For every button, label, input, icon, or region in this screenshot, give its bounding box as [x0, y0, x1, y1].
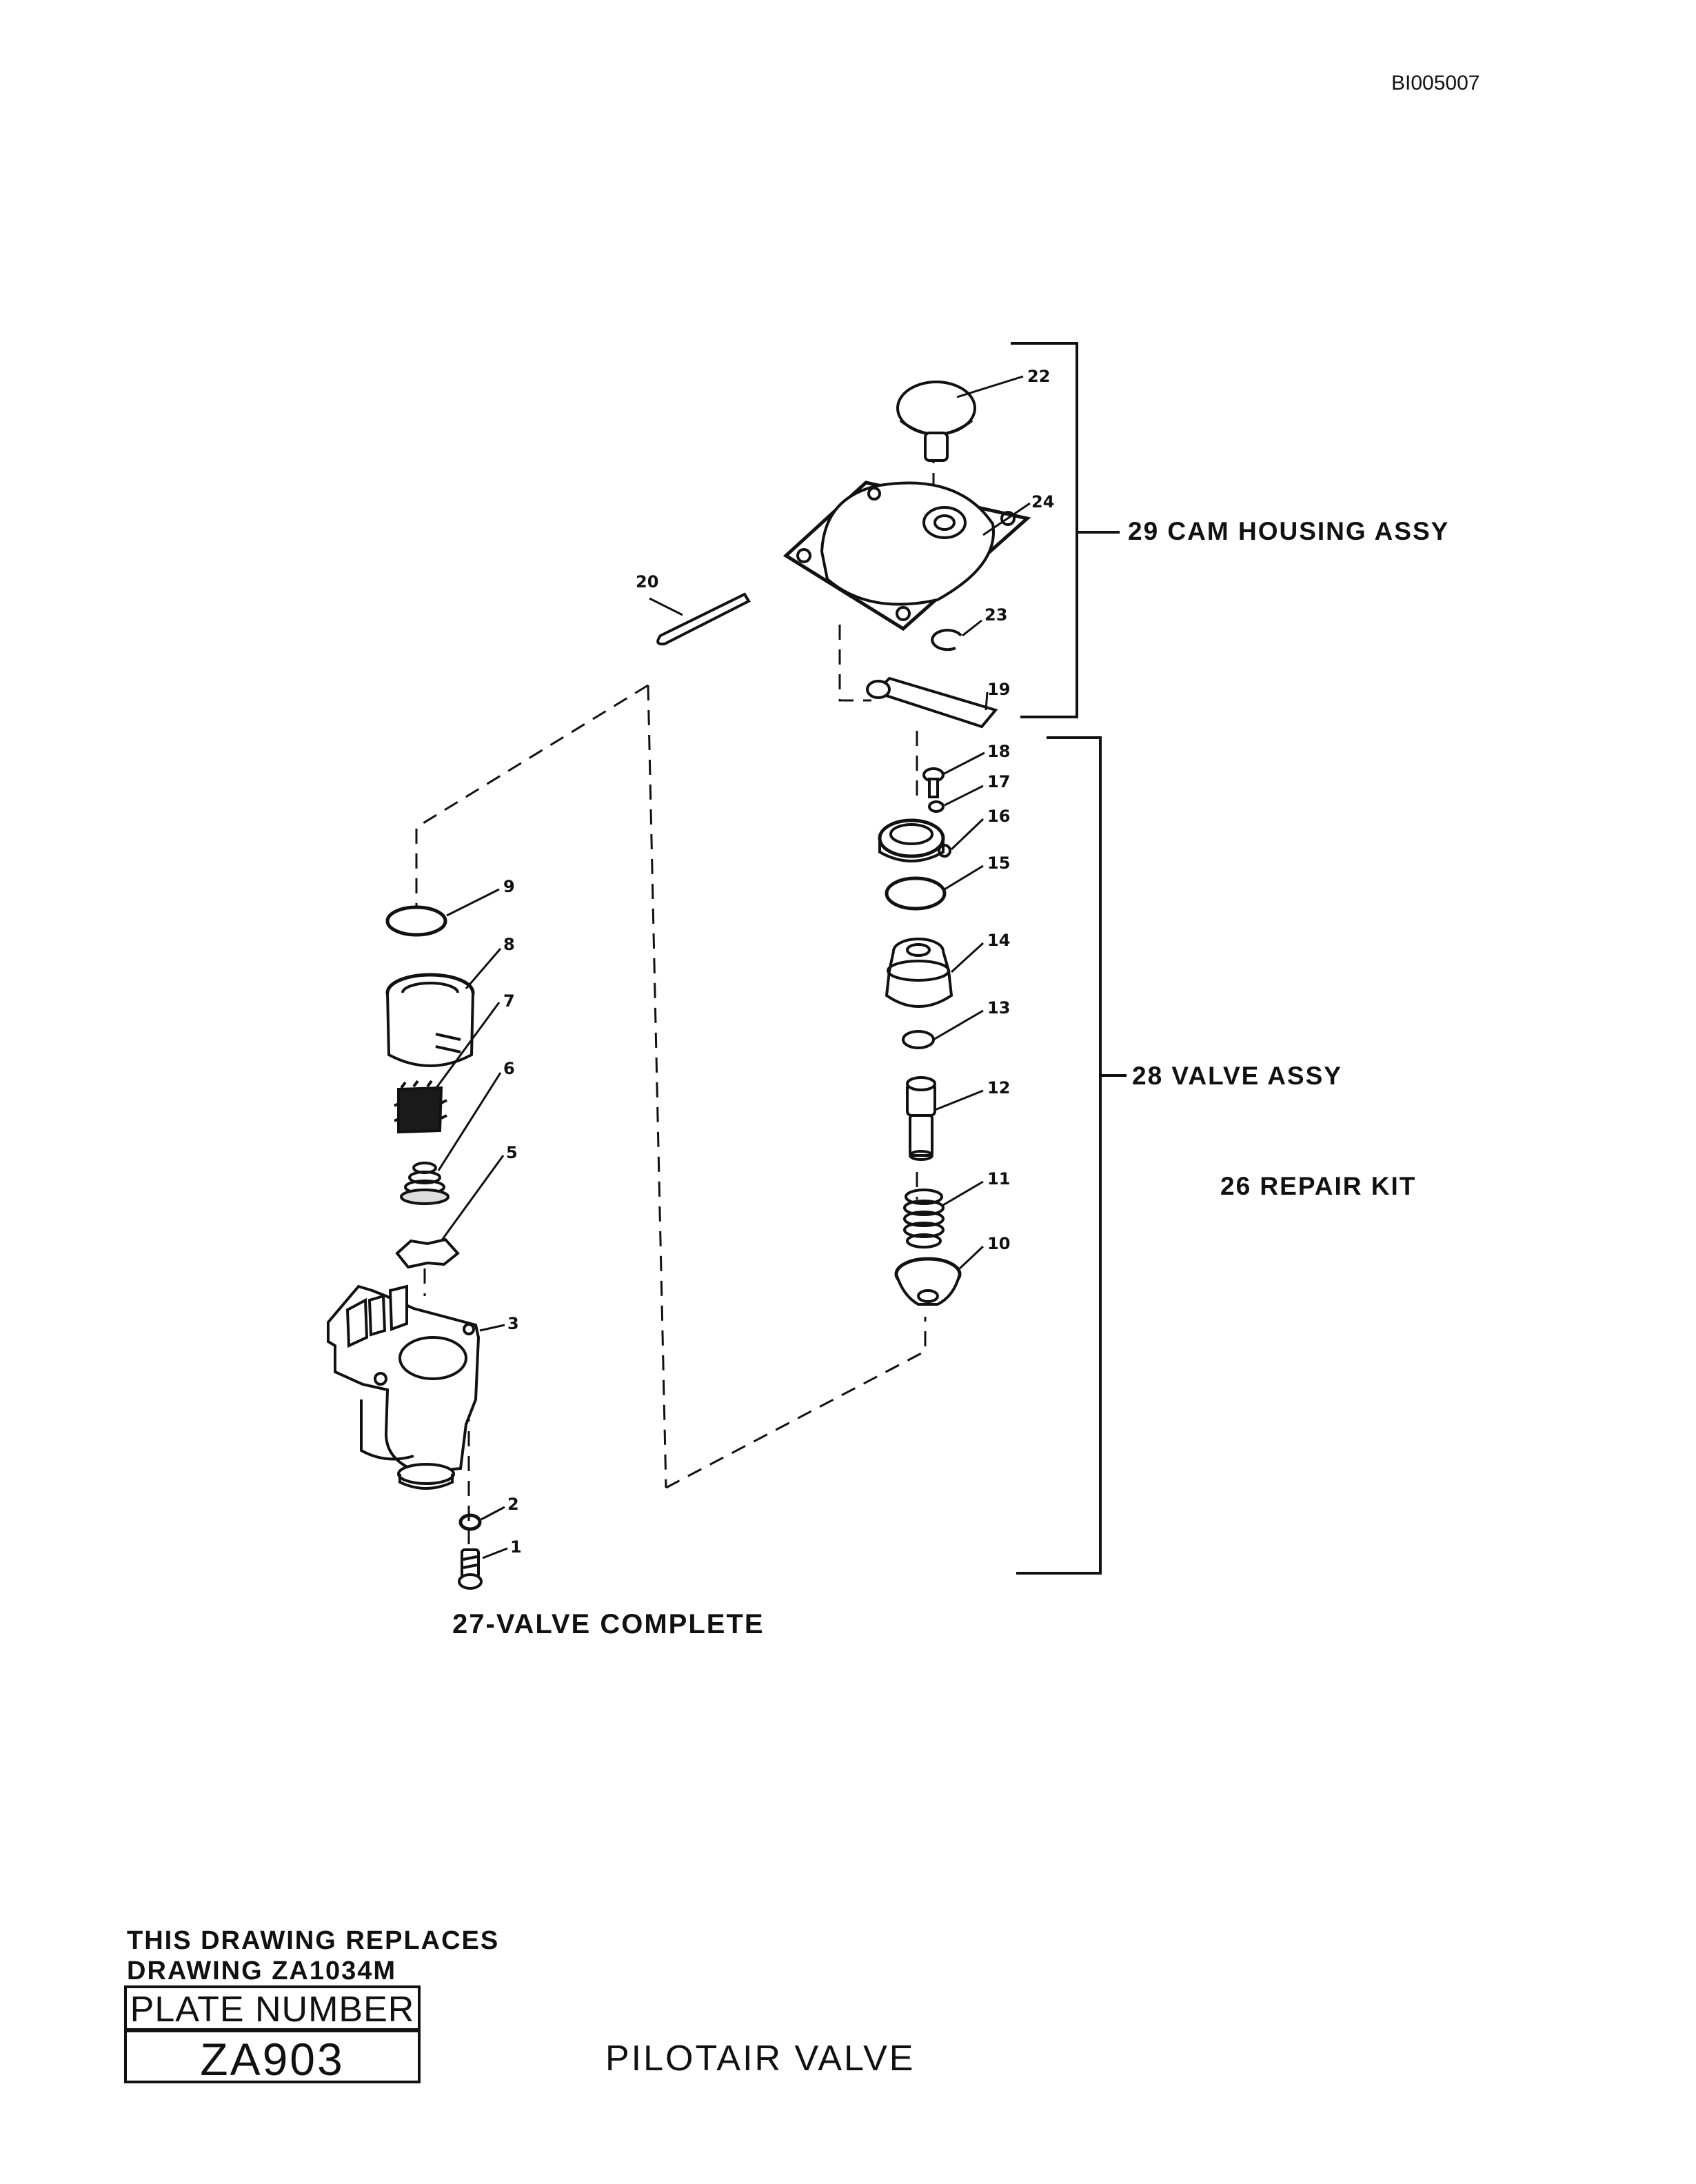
part-19-lever — [866, 676, 998, 729]
part-7-filter — [394, 1080, 447, 1134]
part-23-clip — [931, 629, 962, 651]
callout-17: 17 — [987, 772, 1010, 791]
label-valve-complete: 27-VALVE COMPLETE — [452, 1609, 765, 1639]
callout-14: 14 — [987, 931, 1010, 950]
label-cam-housing-assy: 29 CAM HOUSING ASSY — [1128, 517, 1450, 545]
callout-leaders — [433, 375, 1031, 1559]
callout-1: 1 — [510, 1537, 522, 1557]
part-11-spring — [903, 1189, 945, 1248]
callout-19: 19 — [987, 680, 1010, 699]
plate-number-header: PLATE NUMBER — [124, 1985, 421, 2031]
document-id: BI005007 — [1391, 72, 1480, 94]
callout-numbers: 22 24 20 23 19 18 17 16 15 14 13 12 11 1… — [503, 367, 1054, 1557]
callout-18: 18 — [987, 742, 1010, 761]
callout-12: 12 — [987, 1078, 1010, 1098]
part-20-cotter-pin — [656, 592, 751, 646]
replaces-note-line1: THIS DRAWING REPLACES — [127, 1926, 500, 1955]
label-valve-assy: 28 VALVE ASSY — [1132, 1062, 1342, 1090]
part-3-valve-base — [327, 1284, 481, 1490]
callout-11: 11 — [987, 1169, 1010, 1189]
part-1-screw — [458, 1548, 483, 1590]
callout-10: 10 — [987, 1234, 1010, 1253]
callout-16: 16 — [987, 807, 1010, 826]
callout-24: 24 — [1031, 492, 1054, 512]
label-repair-kit: 26 REPAIR KIT — [1220, 1172, 1417, 1200]
part-14-valve-body — [885, 938, 953, 1008]
part-12-plunger — [906, 1076, 936, 1161]
bracket-valve-assy — [1016, 736, 1102, 1575]
callout-7: 7 — [503, 991, 515, 1011]
callout-6: 6 — [503, 1059, 515, 1078]
part-24-cam-housing — [783, 481, 1031, 631]
part-16-retainer — [878, 818, 951, 862]
plate-number-value: ZA903 — [124, 2030, 421, 2085]
part-8-sleeve — [385, 973, 475, 1067]
bracket-cam-housing — [1011, 342, 1078, 718]
callout-9: 9 — [503, 877, 515, 896]
callout-13: 13 — [987, 998, 1010, 1018]
assembly-dashed-lines — [415, 448, 935, 1544]
callout-8: 8 — [503, 935, 515, 954]
part-5-star-washer — [395, 1237, 460, 1269]
part-22-knob — [896, 381, 976, 462]
part-15-o-ring — [885, 876, 947, 911]
callout-22: 22 — [1027, 367, 1050, 386]
part-17-washer — [928, 800, 945, 813]
part-18-screw — [922, 767, 945, 798]
part-9-o-ring — [385, 905, 447, 937]
callout-20: 20 — [636, 572, 658, 592]
part-10-seat — [894, 1257, 962, 1306]
drawing-title: PILOTAIR VALVE — [605, 2039, 916, 2079]
part-2-washer — [458, 1513, 482, 1531]
callout-5: 5 — [506, 1143, 518, 1162]
callout-2: 2 — [507, 1495, 519, 1514]
part-13-washer — [902, 1030, 935, 1049]
callout-23: 23 — [985, 605, 1007, 625]
part-6-spring — [400, 1162, 450, 1205]
callout-3: 3 — [507, 1314, 519, 1333]
replaces-note-line2: DRAWING ZA1034M — [127, 1957, 397, 1985]
callout-15: 15 — [987, 853, 1010, 873]
